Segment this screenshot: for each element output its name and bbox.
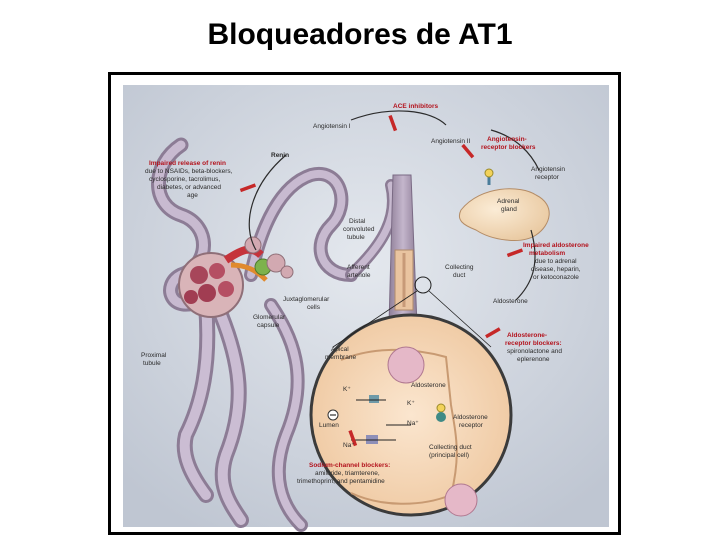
label-aldo-receptor-1: Aldosterone <box>453 414 488 421</box>
label-impaired-renin-1: Impaired release of renin <box>149 160 226 167</box>
label-principal-2: (principal cell) <box>429 452 469 459</box>
label-arb-line2: receptor blockers <box>481 144 536 151</box>
label-principal-1: Collecting duct <box>429 444 472 451</box>
label-na-lumen: Na⁺ <box>343 442 355 449</box>
label-distal-1: Distal <box>349 218 366 225</box>
label-k-cell: K⁺ <box>407 400 415 407</box>
label-impaired-aldo-2: metabolism <box>529 250 565 257</box>
label-sodium-block-1: Sodium-channel blockers: <box>309 462 390 469</box>
label-aldosterone: Aldosterone <box>493 298 528 305</box>
label-aldo-receptor-2: receptor <box>459 422 484 429</box>
label-impaired-renin-2: due to NSAIDs, beta-blockers, <box>145 168 233 175</box>
label-aldosterone-cell: Aldosterone <box>411 382 446 389</box>
label-k-lumen: K⁺ <box>343 386 351 393</box>
raas-diagram: ACE inhibitors Angiotensin I Angiotensin… <box>111 75 618 532</box>
label-collecting-1: Collecting <box>445 264 474 271</box>
label-angiotensin-2: Angiotensin II <box>431 138 471 145</box>
label-collecting-2: duct <box>453 272 465 279</box>
label-afferent-1: Afferent <box>347 264 370 271</box>
label-arb-line1: Angiotensin- <box>487 136 527 143</box>
label-adrenal-2: gland <box>501 206 517 213</box>
label-impaired-aldo-4: disease, heparin, <box>531 266 581 273</box>
label-distal-3: tubule <box>347 234 365 241</box>
label-angiotensin-1: Angiotensin I <box>313 123 351 130</box>
label-apical-1: Apical <box>331 346 349 353</box>
label-renin: Renin <box>271 152 289 159</box>
label-lumen: Lumen <box>319 422 339 429</box>
label-glomerular-2: capsule <box>257 322 280 329</box>
label-proximal-1: Proximal <box>141 352 167 359</box>
label-impaired-aldo-1: Impaired aldosterone <box>523 242 589 249</box>
slide-title: Bloqueadores de AT1 <box>0 18 720 52</box>
label-impaired-aldo-3: due to adrenal <box>535 258 577 265</box>
label-glomerular-1: Glomerular <box>253 314 286 321</box>
label-adrenal-1: Adrenal <box>497 198 520 205</box>
label-afferent-2: arteriole <box>347 272 371 279</box>
figure-frame: ACE inhibitors Angiotensin I Angiotensin… <box>108 72 621 535</box>
label-proximal-2: tubule <box>143 360 161 367</box>
label-impaired-renin-4: diabetes, or advanced <box>157 184 221 191</box>
label-aldo-blockers-4: eplerenone <box>517 356 550 363</box>
label-na-cell: Na⁺ <box>407 420 419 427</box>
label-apical-2: membrane <box>325 354 356 361</box>
label-aldo-blockers-1: Aldosterone- <box>507 332 547 339</box>
label-impaired-renin-3: cyclosporine, tacrolimus, <box>149 176 220 183</box>
label-impaired-aldo-5: or ketoconazole <box>533 274 579 281</box>
label-aldo-blockers-3: spironolactone and <box>507 348 562 355</box>
label-angiotensin-receptor-2: receptor <box>535 174 560 181</box>
aldosterone-receptor-icon <box>436 412 446 422</box>
label-aldo-blockers-2: receptor blockers: <box>505 340 562 347</box>
label-impaired-renin-5: age <box>187 192 198 199</box>
label-angiotensin-receptor-1: Angiotensin <box>531 166 565 173</box>
label-ace-inhibitors: ACE inhibitors <box>393 103 439 110</box>
label-juxtaglomerular-1: Juxtaglomerular <box>283 296 330 303</box>
label-distal-2: convoluted <box>343 226 375 233</box>
label-sodium-block-3: trimethoprim, and pentamidine <box>297 478 385 485</box>
label-juxtaglomerular-2: cells <box>307 304 321 311</box>
label-sodium-block-2: amiloride, triamterene, <box>315 470 380 477</box>
potassium-channel <box>369 395 379 403</box>
